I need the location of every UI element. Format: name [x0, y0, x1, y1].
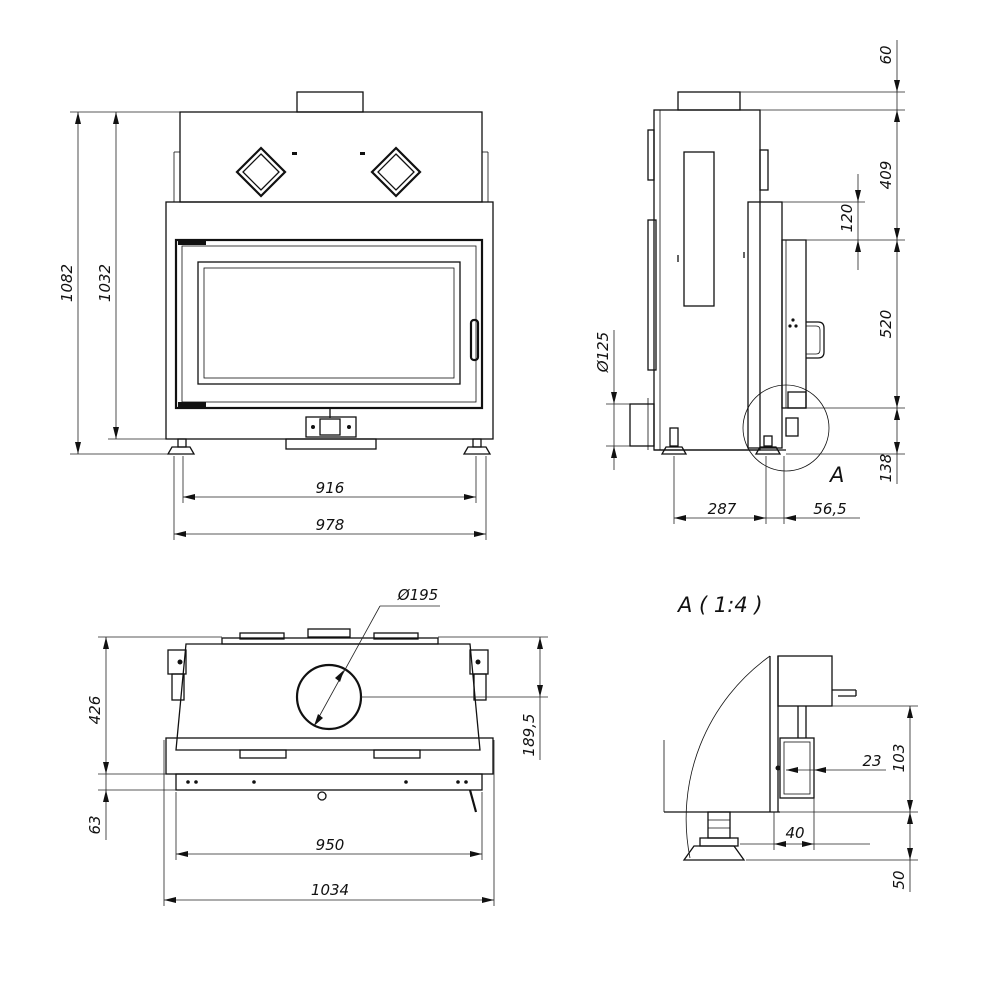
air-inlet-left — [235, 146, 287, 198]
top-view: Ø195 426 63 189,5 950 1034 — [86, 586, 548, 906]
dim-60: 60 — [877, 45, 895, 64]
detail-door-block — [777, 655, 833, 707]
dim-950: 950 — [316, 836, 345, 854]
air-inlet-right — [370, 146, 422, 198]
dim-1032: 1032 — [96, 264, 114, 302]
side-foot-right — [754, 435, 782, 455]
detail-foot-base — [682, 845, 746, 861]
dim-56-5: 56,5 — [813, 500, 846, 518]
ash-tray — [285, 438, 377, 450]
side-door — [747, 201, 783, 449]
dim-23: 23 — [862, 752, 881, 770]
dim-103: 103 — [890, 744, 908, 773]
detail-title: A ( 1:4 ) — [676, 593, 763, 617]
dim-978: 978 — [316, 516, 345, 534]
door-handle — [469, 318, 480, 362]
detail-boundary-arc — [685, 655, 771, 859]
detail-mark-a: A — [828, 463, 844, 487]
door-frame — [174, 238, 484, 410]
dim-426: 426 — [86, 696, 104, 725]
side-handle — [806, 321, 825, 359]
detail-circle-a — [742, 384, 830, 472]
dim-120: 120 — [838, 204, 856, 233]
dim-189-5: 189,5 — [520, 714, 538, 757]
side-foot-left — [660, 427, 688, 455]
flue-collar — [296, 91, 364, 113]
side-flue-collar — [677, 91, 741, 111]
top-front-plate — [165, 737, 494, 775]
detail-view-a: A ( 1:4 ) 103 50 — [663, 593, 918, 892]
foot-left — [166, 438, 196, 455]
flue-opening — [295, 663, 363, 731]
air-regulator — [305, 408, 357, 438]
door-glass — [197, 261, 461, 385]
dim-409: 409 — [877, 161, 895, 190]
air-intake-pipe — [629, 403, 655, 447]
foot-right — [462, 438, 492, 455]
dim-1082: 1082 — [58, 264, 76, 302]
top-door-strip — [175, 773, 483, 791]
dim-138: 138 — [877, 454, 895, 483]
front-view: 1082 1032 916 978 — [58, 91, 494, 540]
dim-916: 916 — [316, 479, 345, 497]
top-body — [175, 643, 481, 751]
dim-40: 40 — [785, 824, 804, 842]
dim-dia-195: Ø195 — [397, 586, 438, 604]
detail-foot-screw — [707, 811, 731, 839]
side-body — [653, 109, 761, 451]
dim-287: 287 — [708, 500, 737, 518]
firebox-body — [165, 201, 494, 440]
dim-50: 50 — [890, 870, 908, 889]
side-window — [683, 151, 715, 307]
upper-housing — [179, 111, 483, 203]
dim-dia-125: Ø125 — [594, 332, 612, 373]
dim-63: 63 — [86, 815, 104, 834]
side-view: A 60 409 520 138 120 Ø125 — [594, 40, 905, 524]
dim-1034: 1034 — [311, 881, 349, 899]
dim-520: 520 — [877, 310, 895, 339]
